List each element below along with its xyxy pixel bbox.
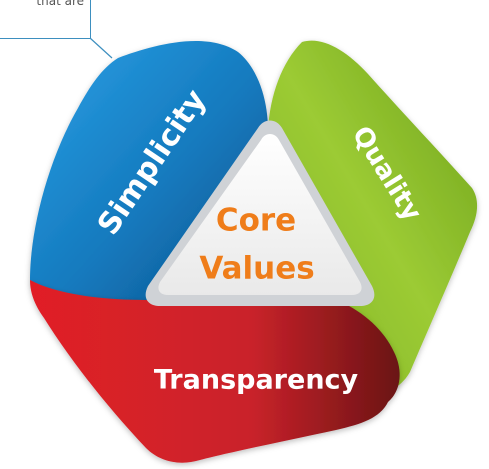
center-title-line2: Values bbox=[199, 251, 314, 287]
center-title-line1: Core bbox=[216, 203, 296, 239]
center-triangle-inner bbox=[158, 134, 362, 295]
segment-quality bbox=[268, 40, 478, 392]
callout-text: that are bbox=[36, 0, 84, 8]
segment-transparency bbox=[30, 280, 400, 463]
callout-pointer bbox=[89, 37, 113, 59]
label-transparency: Transparency bbox=[154, 365, 359, 396]
callout-box: that are bbox=[0, 0, 91, 39]
segment-simplicity bbox=[30, 41, 268, 309]
